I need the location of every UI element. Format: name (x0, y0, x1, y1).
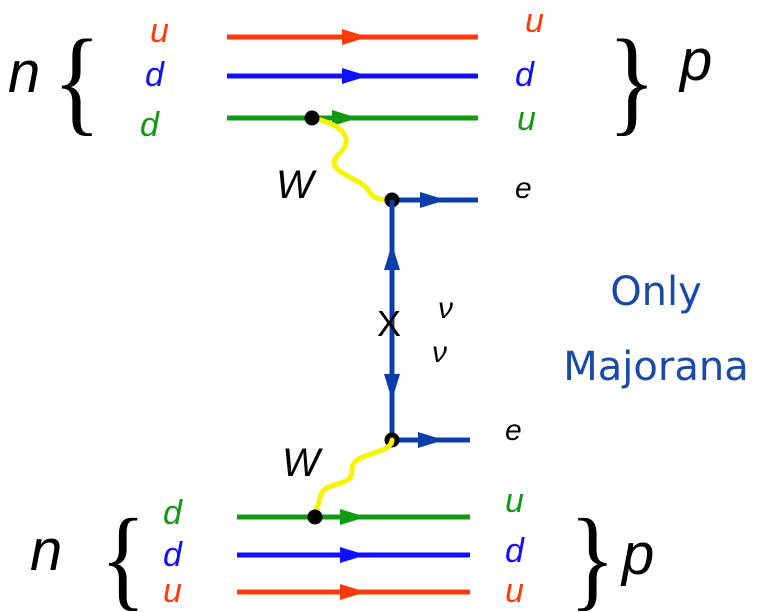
bottom-proton-label: p (620, 522, 654, 587)
bottom-out-quark-3: u (505, 572, 524, 610)
top-in-quark-2: d (145, 56, 165, 94)
top-electron-label: e (515, 172, 532, 205)
top-out-quark-2: d (515, 56, 535, 94)
top-in-quark-1: u (150, 12, 169, 50)
top-neutron-label: n (8, 40, 40, 105)
bottom-electron-arrow (418, 432, 444, 448)
top-out-quark-3: u (517, 100, 536, 138)
top-right-brace: } (608, 14, 656, 145)
bottom-out-quark-2: d (505, 532, 525, 570)
top-proton-label: p (678, 28, 712, 93)
bottom-w-boson (312, 437, 395, 520)
top-electron-arrow (420, 192, 446, 208)
note-line-1: Only (610, 269, 702, 315)
top-quark-arrow-2 (342, 68, 368, 84)
bottom-quark-vertex (307, 509, 323, 525)
top-w-boson (309, 115, 395, 203)
bottom-quark-arrow-1 (340, 509, 366, 525)
top-quark-arrow-1 (342, 29, 368, 45)
top-left-brace: { (53, 14, 101, 145)
bottom-out-quark-1: u (505, 482, 524, 520)
neutrino-label-top: ν (438, 292, 453, 325)
bottom-in-quark-3: u (163, 572, 182, 610)
bottom-right-brace: } (570, 497, 616, 612)
bottom-left-brace: { (100, 497, 146, 612)
top-quark-arrow-3 (332, 110, 358, 126)
neutrino-arrow-down (384, 374, 400, 400)
top-in-quark-3: d (140, 106, 160, 144)
top-quark-vertex (304, 110, 320, 126)
note-line-2: Majorana (563, 344, 748, 390)
bottom-neutron-label: n (30, 518, 62, 583)
bottom-w-label: W (282, 441, 323, 485)
bottom-electron-label: e (505, 414, 522, 447)
bottom-quark-arrow-3 (340, 584, 366, 600)
majorana-cross-mark: X (377, 303, 401, 344)
top-w-label: W (276, 163, 317, 207)
neutrino-arrow-up (384, 244, 400, 270)
bottom-quark-arrow-2 (340, 547, 366, 563)
bottom-in-quark-2: d (163, 536, 183, 574)
neutrino-label-bottom: ν (432, 336, 447, 369)
bottom-in-quark-1: d (163, 494, 183, 532)
top-out-quark-1: u (525, 2, 544, 40)
